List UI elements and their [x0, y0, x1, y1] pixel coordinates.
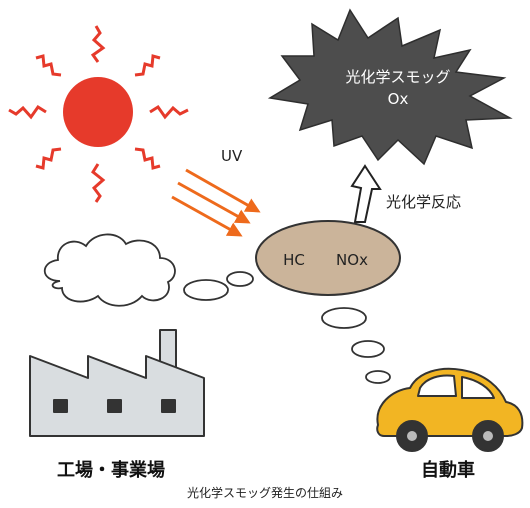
uv-arrows [171, 168, 261, 237]
hc-label: HC [283, 251, 305, 269]
nox-label: NOx [336, 251, 368, 269]
figure-caption: 光化学スモッグ発生の仕組み [187, 485, 343, 500]
smog-burst: 光化学スモッグ Ox [267, 8, 513, 166]
smog-label-line2: Ox [388, 90, 409, 108]
car-label: 自動車 [421, 459, 475, 481]
reaction-arrow [350, 164, 382, 223]
pollutant-bubble: HC NOx [255, 220, 401, 296]
car-exhaust-puffs [321, 307, 391, 384]
uv-label: UV [221, 147, 243, 165]
smog-label-line1: 光化学スモッグ [345, 68, 450, 86]
car-icon [376, 367, 524, 452]
factory-icon [29, 329, 205, 437]
factory-smoke-cloud [43, 233, 254, 307]
sun-icon [8, 25, 189, 203]
reaction-label: 光化学反応 [386, 193, 461, 211]
factory-label: 工場・事業場 [57, 459, 165, 481]
